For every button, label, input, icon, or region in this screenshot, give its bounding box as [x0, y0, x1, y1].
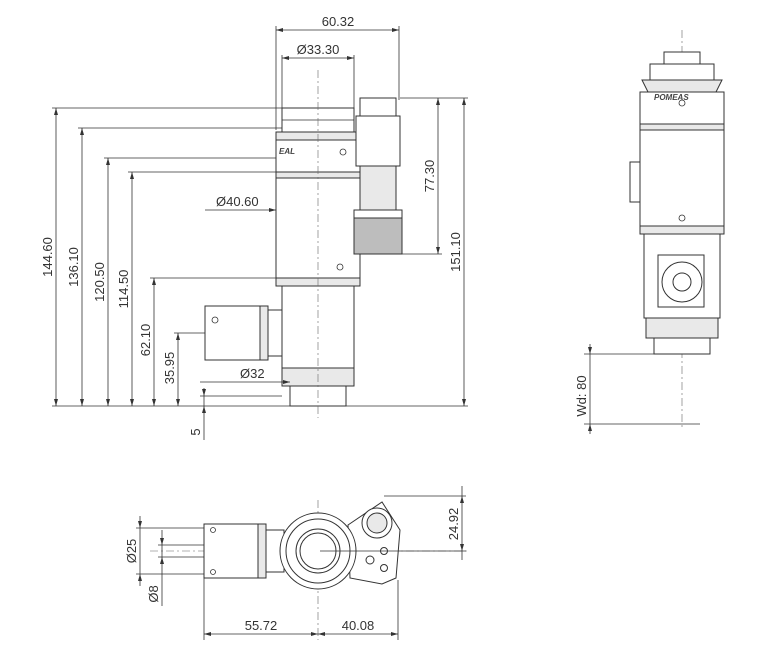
dim-port-height: 77.30	[422, 160, 437, 193]
side-port-tube	[204, 305, 268, 361]
screw-icon	[380, 564, 388, 572]
screw-icon	[365, 555, 375, 565]
side-eyepiece-cone	[641, 79, 723, 93]
side-ring-1	[639, 123, 725, 131]
top-port-tube	[203, 523, 267, 579]
top-view: Ø25 Ø8 55.72 40.08 24.92	[124, 486, 470, 640]
side-port-flange	[267, 309, 283, 357]
port-mid	[359, 165, 397, 211]
side-port-ring	[259, 305, 269, 361]
top-port-ring	[257, 523, 267, 579]
port-upper	[355, 115, 401, 167]
dim-left-length: 55.72	[245, 618, 278, 633]
dim-h7: 5	[188, 428, 203, 435]
dim-h4: 114.50	[116, 270, 131, 309]
screw-icon	[210, 569, 216, 575]
dim-right-height: 24.92	[446, 508, 461, 541]
side-logo: POMEAS	[654, 93, 689, 102]
screw-icon	[678, 99, 686, 107]
dim-port-dia: Ø25	[124, 539, 139, 564]
side-tab	[629, 161, 641, 203]
dim-h1: 144.60	[40, 237, 55, 277]
screw-icon	[336, 263, 344, 271]
side-port-inner	[672, 272, 692, 292]
side-bottom-lens	[653, 337, 711, 355]
front-logo: EAL	[279, 147, 295, 156]
dim-width-top: 60.32	[322, 14, 355, 29]
screw-icon	[211, 316, 219, 324]
dim-dia-eyepiece: Ø33.30	[297, 42, 340, 57]
side-upper-body	[639, 91, 725, 125]
side-top-knob	[663, 51, 701, 65]
side-mid-body	[639, 129, 725, 227]
side-ring-2	[639, 225, 725, 235]
dim-right-length: 40.08	[342, 618, 375, 633]
top-bracket-knob-inner	[366, 512, 388, 534]
port-top	[359, 97, 397, 117]
screw-icon	[339, 148, 347, 156]
dim-h2: 136.10	[66, 247, 81, 287]
side-eyepiece	[649, 63, 715, 81]
dim-small-dia: Ø8	[146, 585, 161, 602]
front-view: 60.32 Ø33.30 EAL	[40, 14, 468, 440]
dim-h5: 62.10	[138, 324, 153, 357]
screw-icon	[210, 527, 216, 533]
port-flange	[353, 209, 403, 219]
dim-dia-body: Ø40.60	[216, 194, 259, 209]
side-lower-ring	[645, 317, 719, 339]
port-block	[353, 217, 403, 255]
dim-h6: 35.95	[162, 352, 177, 385]
dim-h3: 120.50	[92, 262, 107, 302]
screw-icon	[678, 214, 686, 222]
dim-dia-bottom: Ø32	[240, 366, 265, 381]
dim-total-height: 151.10	[448, 232, 463, 272]
side-view: POMEAS Wd: 80	[574, 30, 725, 434]
dim-wd: Wd: 80	[574, 375, 589, 416]
